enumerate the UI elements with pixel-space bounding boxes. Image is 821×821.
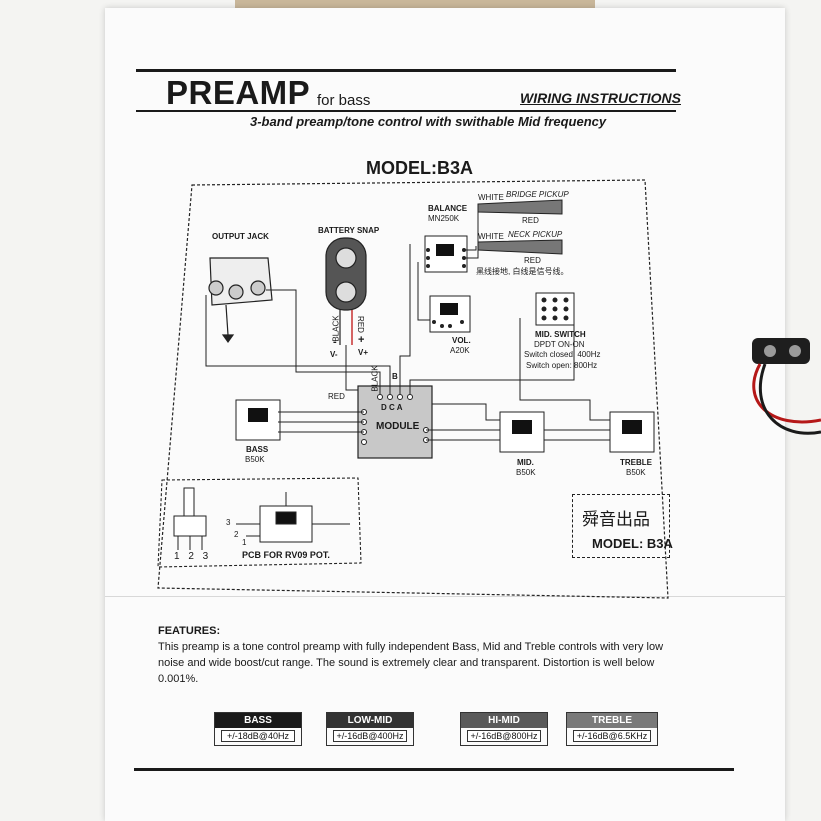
mid-pot-value-label: B50K: [516, 468, 536, 477]
page-subtitle: 3-band preamp/tone control with swithabl…: [250, 114, 607, 129]
document-type: WIRING INSTRUCTIONS: [520, 90, 681, 106]
volume-label: VOL.: [452, 336, 471, 345]
band-low-mid: LOW-MID +/-16dB@400Hz: [326, 712, 414, 746]
band-treble: TREBLE +/-16dB@6.5KHz: [566, 712, 658, 746]
output-jack-icon: [208, 257, 273, 344]
header-top-rule: [136, 69, 676, 72]
balance-label: BALANCE: [428, 204, 468, 213]
rv09-pcb-icon: [236, 492, 350, 543]
pot-pins-label: 1 2 3: [174, 551, 212, 562]
header-bottom-rule: [136, 110, 676, 112]
band-treble-value: +/-16dB@6.5KHz: [573, 730, 651, 742]
module-red-label: RED: [328, 392, 345, 401]
mid-switch-icon: [535, 292, 575, 326]
band-bass: BASS +/-18dB@40Hz: [214, 712, 302, 746]
wiring-note-label: 黑线接地, 白线是信号线。: [476, 267, 569, 276]
pot-pcb-inset-border: [157, 477, 362, 568]
battery-v-plus-label: V+: [358, 348, 369, 357]
battery-plus-label: +: [358, 334, 365, 346]
red-wire-label-2: RED: [524, 256, 541, 265]
band-bass-value: +/-18dB@40Hz: [221, 730, 295, 742]
brand-box: [572, 494, 670, 558]
page-title-suffix: for bass: [317, 92, 371, 109]
treble-pot-value-label: B50K: [626, 468, 646, 477]
mid-switch-type-label: DPDT ON-ON: [534, 340, 585, 349]
diagram-border: [157, 179, 669, 599]
white-wire-label-1: WHITE: [478, 193, 504, 202]
model-heading: MODEL:B3A: [366, 158, 473, 178]
switch-open-label: Switch open: 800Hz: [526, 361, 598, 370]
band-hi-mid-name: HI-MID: [461, 713, 547, 728]
footer-rule: [134, 768, 734, 771]
brand-label: 舜音出品: [582, 510, 650, 529]
treble-pot-pcb-icon: [609, 411, 655, 453]
bridge-pickup-label: BRIDGE PICKUP: [506, 190, 569, 199]
battery-snap-label: BATTERY SNAP: [318, 226, 380, 235]
wiring-lines: [205, 208, 610, 441]
band-treble-name: TREBLE: [567, 713, 657, 728]
white-wire-label-2: WHITE: [478, 232, 504, 241]
page-title: PREAMP: [166, 74, 311, 111]
features-text: This preamp is a tone control preamp wit…: [158, 641, 664, 685]
band-bass-name: BASS: [215, 713, 301, 728]
pcb-rv09-label: PCB FOR RV09 POT.: [242, 550, 330, 560]
bass-pot-pcb-icon: [235, 399, 281, 441]
band-low-mid-value: +/-16dB@400Hz: [333, 730, 407, 742]
pcb-pin-1-label: 1: [242, 538, 247, 547]
balance-value-label: MN250K: [428, 214, 460, 223]
pcb-pin-2-label: 2: [234, 530, 239, 539]
neck-pickup-label: NECK PICKUP: [508, 230, 563, 239]
features-heading: FEATURES:: [158, 625, 221, 637]
black-lead-wire: [758, 363, 821, 435]
band-hi-mid-value: +/-16dB@800Hz: [467, 730, 541, 742]
balance-pot-pcb-icon: [424, 235, 468, 273]
pcb-pin-3-left-label: 3: [226, 518, 231, 527]
band-hi-mid: HI-MID +/-16dB@800Hz: [460, 712, 548, 746]
pot-icon: [173, 487, 207, 550]
instruction-sheet: [105, 8, 785, 821]
battery-v-minus-label: V-: [330, 350, 338, 359]
switch-closed-label: Switch closed: 400Hz: [524, 350, 601, 359]
module-b-label: B: [392, 372, 398, 381]
battery-clip-icon: [752, 338, 810, 364]
module-block: [357, 385, 433, 459]
treble-pot-label: TREBLE: [620, 458, 652, 467]
bass-pot-value-label: B50K: [245, 455, 265, 464]
battery-minus-label: -: [333, 336, 337, 348]
mid-pot-pcb-icon: [499, 411, 545, 453]
output-jack-label: OUTPUT JACK: [212, 232, 269, 241]
bass-pot-label: BASS: [246, 445, 269, 454]
mid-switch-label: MID. SWITCH: [535, 330, 586, 339]
brand-model-label: MODEL: B3A: [592, 536, 673, 551]
volume-value-label: A20K: [450, 346, 470, 355]
module-pins-label: D C A: [381, 403, 403, 412]
module-label: MODULE: [376, 421, 420, 432]
battery-snap-icon: [325, 237, 367, 345]
volume-pot-pcb-icon: [429, 295, 471, 333]
band-low-mid-name: LOW-MID: [327, 713, 413, 728]
mid-pot-label: MID.: [517, 458, 534, 467]
red-wire-label-1: RED: [522, 216, 539, 225]
paper-fold-line: [105, 596, 785, 597]
